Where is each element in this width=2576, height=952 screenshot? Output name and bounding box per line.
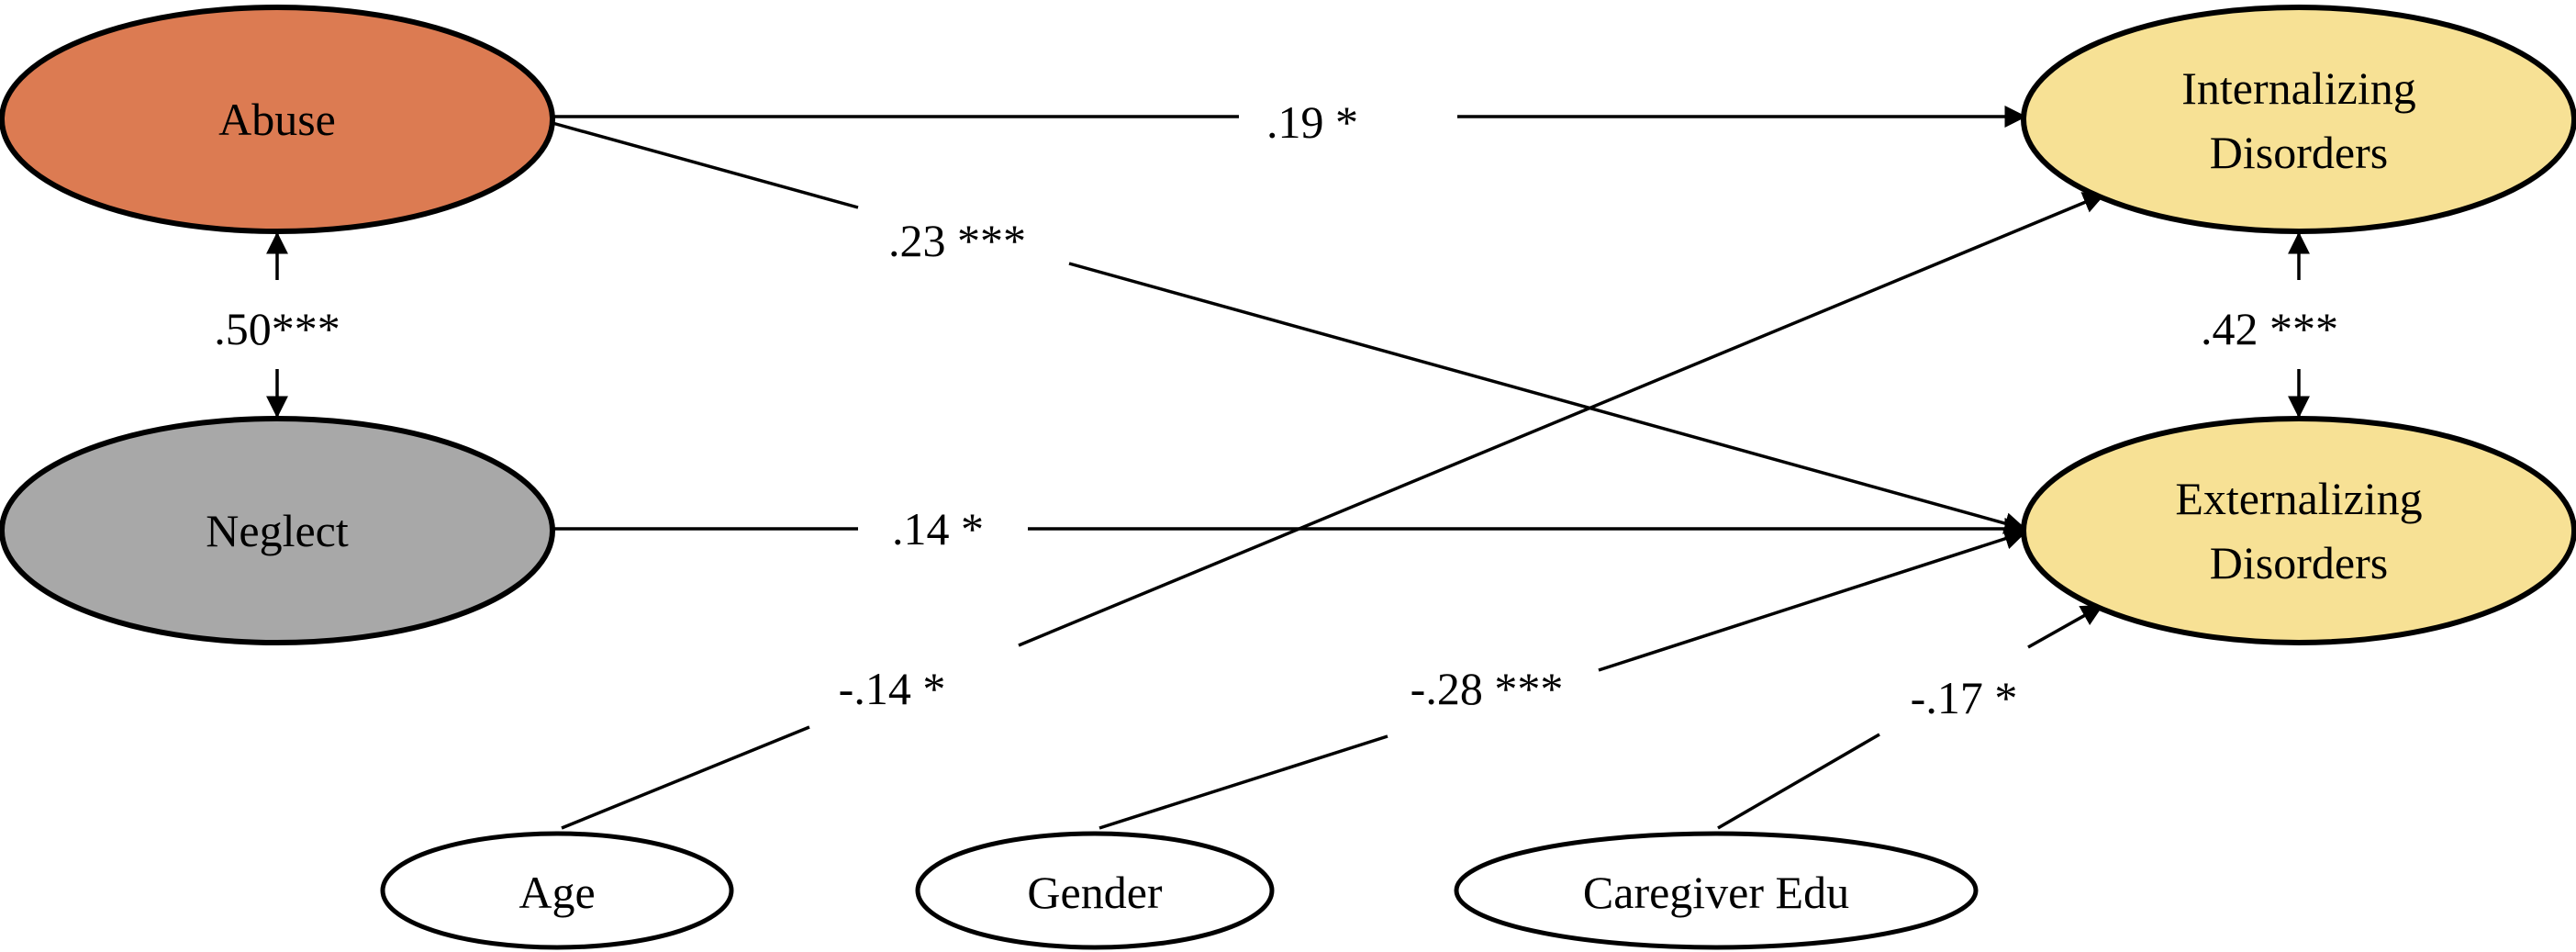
node-externalizing-disorders: Externalizing Disorders xyxy=(2021,416,2576,645)
gender-ellipse xyxy=(915,831,1275,950)
node-abuse: Abuse xyxy=(0,5,555,234)
node-neglect: Neglect xyxy=(0,416,555,645)
externalizing-label-line1: Externalizing xyxy=(2175,473,2422,524)
coef-age-internalizing: -.14 * xyxy=(839,663,946,714)
caregiver-edu-label: Caregiver Edu xyxy=(1583,867,1849,918)
coef-abuse-neglect: .50*** xyxy=(214,303,340,354)
path-age-internalizing-seg1 xyxy=(561,725,810,830)
abuse-ellipse xyxy=(0,5,555,234)
node-caregiver-edu: Caregiver Edu xyxy=(1454,831,1979,950)
path-age-internalizing-seg2 xyxy=(1018,192,2106,647)
coef-internalizing-externalizing: .42 *** xyxy=(2201,303,2338,354)
path-caregiver-externalizing-seg2 xyxy=(2027,604,2104,649)
path-abuse-externalizing-seg2 xyxy=(1068,262,2027,534)
internalizing-ellipse xyxy=(2021,5,2576,234)
neglect-label: Neglect xyxy=(206,505,349,556)
node-gender: Gender xyxy=(915,831,1275,950)
coef-abuse-internalizing: .19 * xyxy=(1266,96,1358,148)
path-gender-externalizing-seg2 xyxy=(1598,528,2027,672)
coef-abuse-externalizing: .23 *** xyxy=(888,215,1026,266)
caregiver-edu-ellipse xyxy=(1454,831,1979,950)
abuse-label: Abuse xyxy=(218,94,336,145)
path-caregiver-externalizing-seg1 xyxy=(1717,733,1880,830)
coef-gender-externalizing: -.28 *** xyxy=(1411,663,1564,714)
coef-caregiver-externalizing: -.17 * xyxy=(1911,672,2018,723)
externalizing-ellipse xyxy=(2021,416,2576,645)
gender-label: Gender xyxy=(1027,867,1162,918)
internalizing-label-line1: Internalizing xyxy=(2181,62,2415,114)
age-label: Age xyxy=(519,867,595,918)
coef-neglect-externalizing: .14 * xyxy=(892,503,984,554)
node-internalizing-disorders: Internalizing Disorders xyxy=(2021,5,2576,234)
path-abuse-externalizing-seg1 xyxy=(552,121,859,209)
externalizing-label-line2: Disorders xyxy=(2210,537,2388,588)
path-gender-externalizing-seg1 xyxy=(1098,734,1388,830)
age-ellipse xyxy=(380,831,734,950)
internalizing-label-line2: Disorders xyxy=(2210,127,2388,178)
node-age: Age xyxy=(380,831,734,950)
neglect-ellipse xyxy=(0,416,555,645)
